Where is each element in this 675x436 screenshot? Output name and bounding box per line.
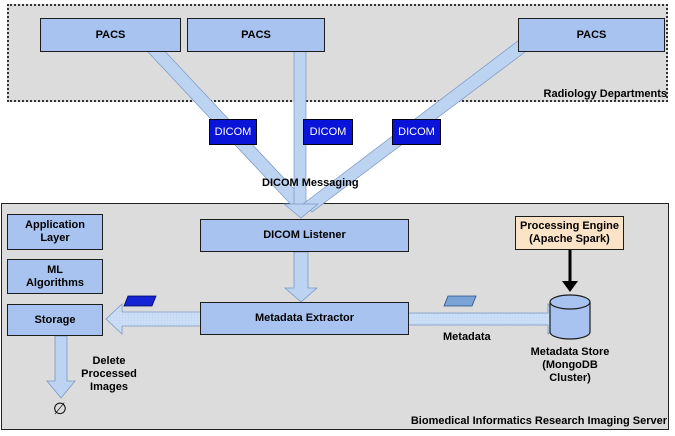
metadata-store-label: Metadata Store (MongoDB Cluster) [528,346,612,385]
dicom-badge-1: DICOM [209,119,257,145]
metadata-store-title: Metadata Store [530,346,610,358]
pacs-box-1[interactable]: PACS [40,18,181,52]
storage-box[interactable]: Storage [7,304,103,336]
dark-blue-document-icon [123,295,157,307]
metadata-store-cylinder [549,294,591,340]
delete-label-line3: Images [90,381,128,393]
radiology-departments-label: Radiology Departments [543,88,667,100]
empty-set-icon: ∅ [53,401,67,418]
ml-algorithms-box[interactable]: ML Algorithms [7,259,103,294]
storage-delete-arrow [46,335,76,399]
delete-label-line1: Delete [92,355,126,367]
engine-to-store-arrow [562,250,578,292]
imaging-server-label: Biomedical Informatics Research Imaging … [410,415,667,427]
pacs-box-3[interactable]: PACS [518,18,665,52]
light-blue-document-icon [443,295,477,307]
pacs-box-2[interactable]: PACS [187,18,325,52]
dicom-badge-3: DICOM [392,119,441,145]
processing-engine-subtitle: (Apache Spark) [529,233,610,245]
dicom-messaging-label: DICOM Messaging [262,177,359,189]
extractor-to-storage-arrow [105,303,204,335]
delete-processed-images-label: Delete Processed Images [78,355,140,394]
listener-arrow-head [283,203,319,219]
listener-to-extractor-arrow [283,251,319,303]
extractor-to-store-arrow [407,302,563,336]
metadata-store-subtitle: (MongoDB Cluster) [542,359,598,384]
processing-engine-box[interactable]: Processing Engine (Apache Spark) [515,216,624,250]
processing-engine-title: Processing Engine [519,220,620,232]
dicom-badge-2: DICOM [303,119,353,145]
application-layer-box[interactable]: Application Layer [7,214,103,250]
metadata-extractor-box[interactable]: Metadata Extractor [200,302,409,335]
dicom-listener-box[interactable]: DICOM Listener [200,219,409,252]
metadata-label: Metadata [443,331,491,343]
delete-label-line2: Processed [81,368,137,380]
